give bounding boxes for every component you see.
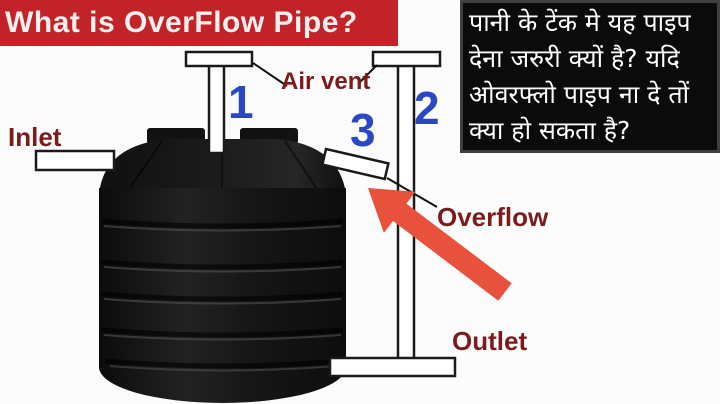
leader-line-air-vent-left	[252, 62, 288, 87]
water-tank	[99, 128, 346, 403]
air-vent-cap-2	[371, 50, 442, 68]
tank-dome	[99, 139, 346, 200]
inlet-label: Inlet	[8, 122, 62, 152]
question-line: ओवरफ्लो पाइप ना दे तों	[469, 80, 690, 109]
tank-rib-glint	[103, 225, 342, 232]
outlet-pipe	[328, 356, 457, 378]
page-title: What is OverFlow Pipe?	[5, 6, 358, 39]
overflow-arrow	[368, 188, 512, 301]
tank-rib	[101, 259, 344, 270]
tank-rib-glint	[103, 298, 342, 305]
tank-rib-glint	[103, 266, 342, 273]
overflow-label: Overflow	[437, 202, 549, 232]
number-3: 3	[350, 104, 376, 156]
air-vent-cap-1	[184, 50, 254, 68]
tank-dome-seam	[126, 140, 163, 193]
tank-rib-glint	[103, 334, 342, 341]
outlet-label: Outlet	[452, 326, 527, 356]
number-1: 1	[228, 76, 254, 128]
tank-rib	[101, 218, 344, 229]
tank-rib-glint	[109, 365, 337, 372]
tank-rib	[101, 327, 344, 338]
question-line: देना जरुरी क्यों है? यदि	[469, 44, 680, 73]
pipes	[34, 50, 457, 378]
air-vent-pipe-1	[207, 56, 226, 155]
tank-rib	[105, 358, 341, 369]
leader-line-air-vent-right	[357, 64, 378, 85]
air-vent-label: Air vent	[281, 68, 370, 95]
question-box: पानी के टेंक मे यह पाइप देना जरुरी क्यों…	[460, 0, 720, 153]
question-line: क्या हो सकता है?	[469, 116, 631, 145]
tank-rib	[101, 291, 344, 302]
overflow-pipe	[320, 147, 390, 181]
inlet-pipe	[34, 149, 116, 172]
tank-dome-seam	[284, 140, 320, 193]
question-line: पानी के टेंक मे यह पाइप	[469, 8, 691, 37]
title-banner: What is OverFlow Pipe?	[0, 0, 398, 46]
number-2: 2	[414, 82, 440, 134]
